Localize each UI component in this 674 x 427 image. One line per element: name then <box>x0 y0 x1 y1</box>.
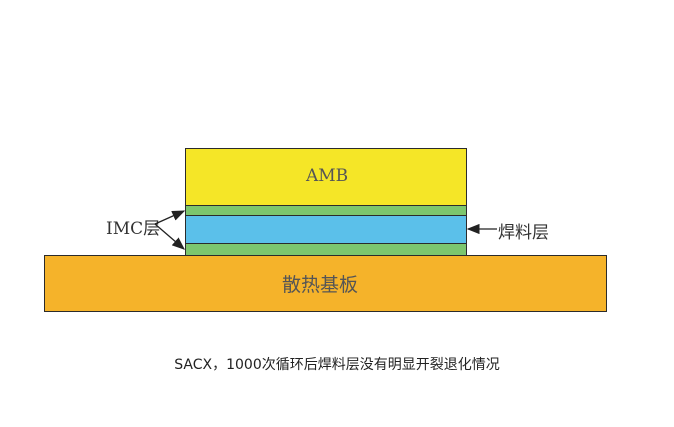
substrate-layer <box>44 255 607 312</box>
solder-label: 焊料层 <box>498 223 549 243</box>
imc-bottom-arrow <box>154 223 185 250</box>
amb-layer <box>185 148 467 206</box>
substrate-label: 散热基板 <box>282 274 359 296</box>
amb-label: AMB <box>306 166 349 186</box>
figure-caption: SACX，1000次循环后焊料层没有明显开裂退化情况 <box>174 357 500 373</box>
imc-top-arrow <box>154 210 186 225</box>
imc-label: IMC层 <box>106 219 161 239</box>
